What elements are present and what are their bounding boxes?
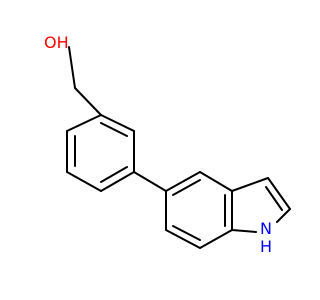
- bond-a4-a5: [66, 171, 102, 192]
- bond-p-inner: [265, 186, 283, 211]
- molecule-structure: OH N H: [44, 33, 291, 256]
- bond-b-inner-2: [172, 225, 201, 241]
- bond-a-inner-2: [100, 166, 128, 183]
- bond-b6-b1: [165, 171, 201, 192]
- bond-b5-b6: [199, 171, 233, 192]
- bond-p-c2-n: [276, 208, 291, 223]
- bond-b3-b4: [199, 229, 233, 249]
- atom-labels: OH N H: [44, 33, 272, 256]
- bond-a6-a1: [66, 114, 102, 132]
- hydroxyl-label: OH: [44, 33, 69, 52]
- bond-o-ch2: [68, 46, 76, 89]
- bond-b2-b3: [165, 229, 201, 249]
- bond-p-n-c7a: [231, 229, 257, 233]
- bond-p-c3a-c3: [231, 177, 269, 192]
- bond-a1-a2: [100, 114, 135, 132]
- bond-a-inner-1: [100, 122, 128, 137]
- bond-ch2-ring: [74, 87, 102, 116]
- bond-b-inner-1: [172, 179, 201, 196]
- bonds: [66, 46, 291, 249]
- indole-n-label: N: [260, 219, 272, 238]
- bond-a3-a4: [100, 171, 135, 192]
- molecule-drawing: OH N H: [44, 33, 291, 256]
- bond-biaryl: [133, 171, 167, 192]
- indole-h-label: H: [260, 237, 272, 256]
- bond-p-c3-c2: [267, 177, 291, 210]
